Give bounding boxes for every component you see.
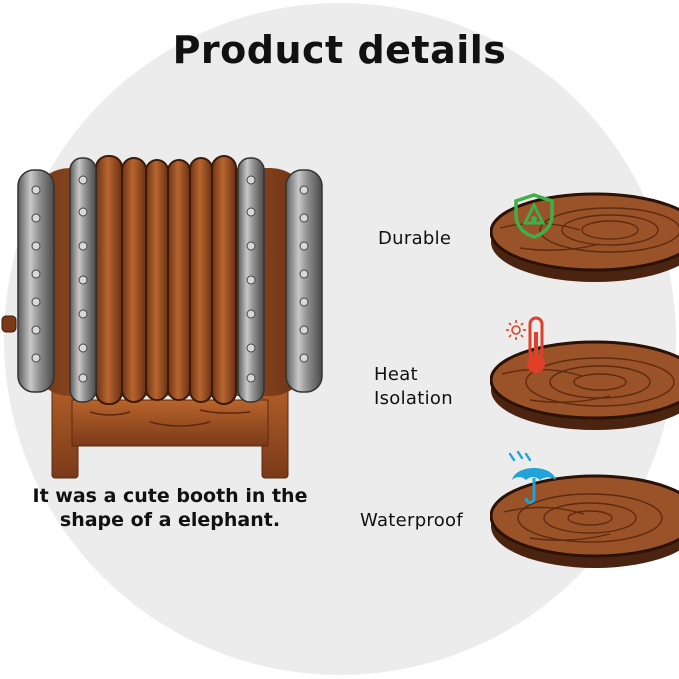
caption-line-1: It was a cute booth in the — [32, 485, 308, 507]
shield-icon — [514, 193, 554, 239]
barrel-coaster-holder-image — [1, 155, 323, 479]
feature-label-heat-line-1: Heat — [374, 364, 418, 385]
thermometer-icon — [506, 316, 545, 373]
feature-label-heat-isolation: Heat Isolation — [374, 363, 453, 411]
coaster-disc-3 — [490, 474, 679, 568]
feature-label-waterproof: Waterproof — [360, 509, 463, 533]
caption-line-2: shape of a elephant. — [59, 509, 281, 531]
umbrella-icon — [508, 450, 556, 504]
page-title: Product details — [172, 28, 507, 72]
product-caption: It was a cute booth in the shape of a el… — [10, 484, 330, 532]
feature-label-durable: Durable — [378, 227, 451, 251]
feature-label-heat-line-2: Isolation — [374, 388, 453, 409]
feature-label-durable-line: Durable — [378, 228, 452, 249]
feature-label-waterproof-line: Waterproof — [360, 510, 464, 531]
